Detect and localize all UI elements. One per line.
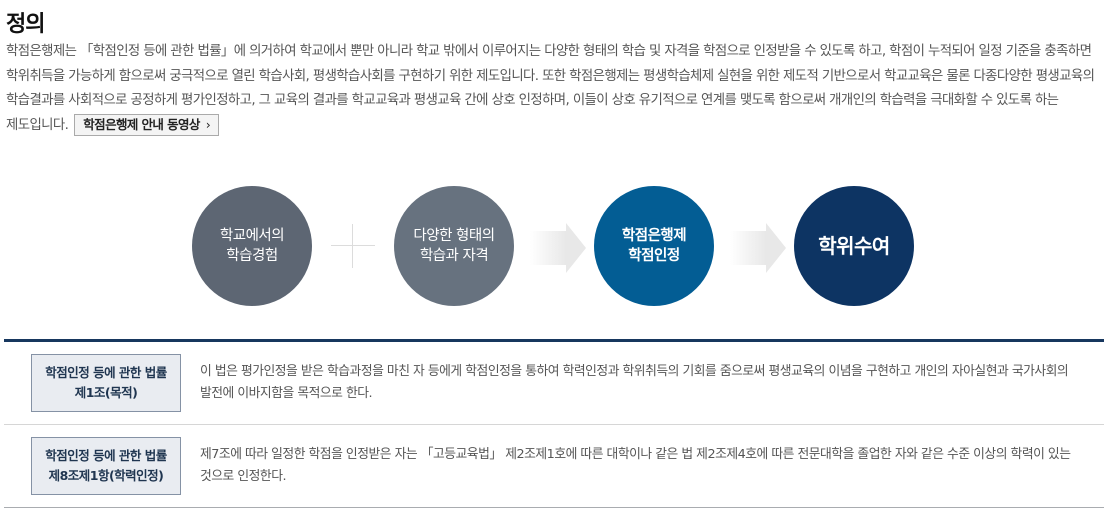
table-row: 학점인정 등에 관한 법률 제1조(목적) 이 법은 평가인정을 받은 학습과정… bbox=[4, 342, 1104, 425]
law-table: 학점인정 등에 관한 법률 제1조(목적) 이 법은 평가인정을 받은 학습과정… bbox=[4, 339, 1104, 508]
guide-video-button[interactable]: 학점은행제 안내 동영상 › bbox=[74, 113, 220, 136]
law-article-text: 제7조에 따라 일정한 학점을 인정받은 자는 「고등교육법」 제2조제1호에 … bbox=[200, 447, 1071, 484]
plus-icon bbox=[331, 224, 375, 268]
arrow-right-icon bbox=[530, 223, 586, 273]
intro-paragraph: 학점은행제는 「학점인정 등에 관한 법률」에 의거하여 학교에서 뿐만 아니라… bbox=[6, 40, 1106, 138]
table-row: 학점인정 등에 관한 법률 제8조제1항(학력인정) 제7조에 따라 일정한 학… bbox=[4, 425, 1104, 508]
law-article-label: 학점인정 등에 관한 법률 제8조제1항(학력인정) bbox=[31, 437, 181, 495]
law-article-text: 이 법은 평가인정을 받은 학습과정을 마친 자 등에게 학점인정을 통하여 학… bbox=[200, 364, 1069, 401]
intro-text: 학점은행제는 「학점인정 등에 관한 법률」에 의거하여 학교에서 뿐만 아니라… bbox=[6, 44, 1095, 133]
step-school-learning: 학교에서의 학습경험 bbox=[192, 186, 312, 306]
process-diagram: 학교에서의 학습경험 다양한 형태의 학습과 자격 학점은행제 학점인정 학위수… bbox=[0, 180, 1109, 320]
step-degree-award: 학위수여 bbox=[794, 186, 914, 306]
law-article-label: 학점인정 등에 관한 법률 제1조(목적) bbox=[31, 354, 181, 412]
arrow-right-icon bbox=[730, 223, 786, 273]
page-title: 정의 bbox=[6, 12, 45, 37]
chevron-right-icon: › bbox=[205, 116, 211, 132]
guide-video-label: 학점은행제 안내 동영상 bbox=[83, 116, 200, 132]
step-credit-recognition: 학점은행제 학점인정 bbox=[594, 186, 714, 306]
step-diverse-learning: 다양한 형태의 학습과 자격 bbox=[394, 186, 514, 306]
